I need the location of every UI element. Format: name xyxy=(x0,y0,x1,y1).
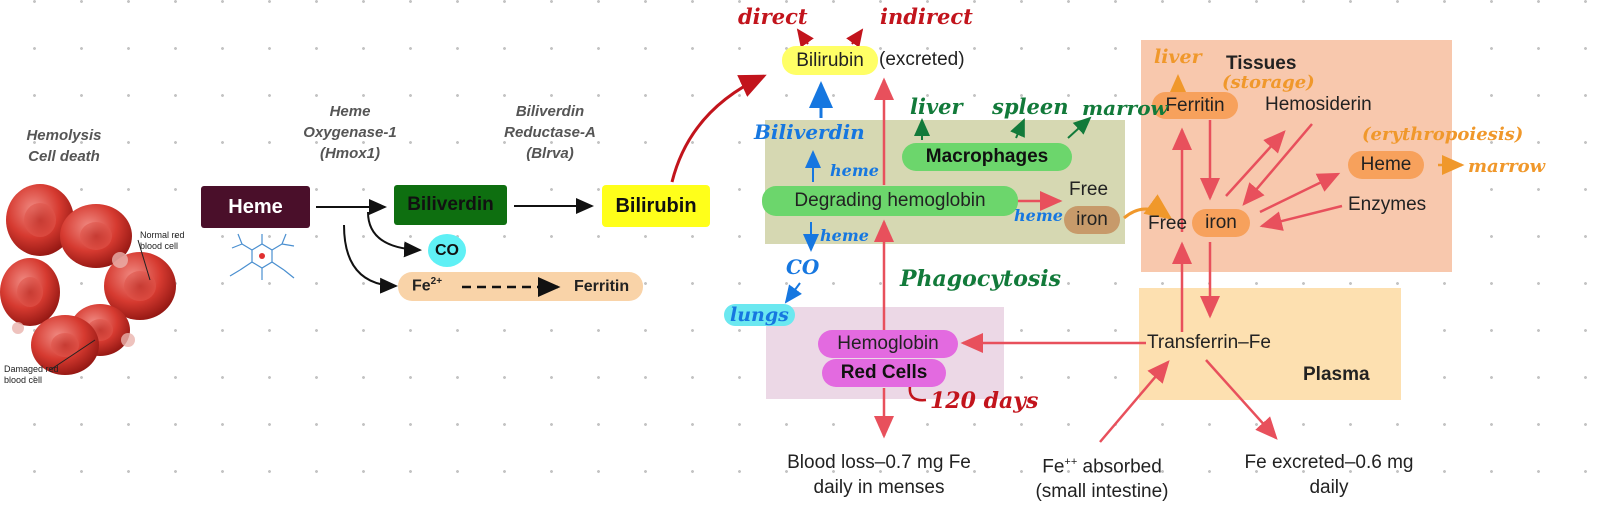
spleen-annotation: spleen xyxy=(992,94,1069,119)
biliverdin-reductase-line3: (Blrva) xyxy=(526,145,574,162)
hemolysis-label: Hemolysis Cell death xyxy=(14,125,114,167)
fe-ferritin-bar xyxy=(398,272,643,301)
biliverdin-annotation: Biliverdin xyxy=(754,120,865,144)
hemolysis-line2: Cell death xyxy=(28,148,100,165)
fe-absorbed-line1: Fe++ absorbed xyxy=(1012,450,1192,479)
free-label: Free xyxy=(1069,179,1109,200)
fe-absorbed-label: Fe++ absorbed (small intestine) xyxy=(1012,450,1192,504)
absorbed-to-transferrin-arrow xyxy=(1099,360,1170,443)
ferritin-pill: Ferritin xyxy=(1152,92,1238,119)
enzymes-label: Enzymes xyxy=(1348,194,1427,215)
fe-excreted-line1: Fe excreted–0.6 mg xyxy=(1244,452,1414,473)
indirect-arrow xyxy=(846,28,864,48)
heme-oxygenase-label: Heme Oxygenase-1 (Hmox1) xyxy=(290,101,410,164)
heme-to-co-arrow xyxy=(367,211,422,258)
blood-loss-label: Blood loss–0.7 mg Fe daily in menses xyxy=(764,450,994,500)
normal-red-blood-cell-label: Normal red blood cell xyxy=(140,230,185,252)
fe-label: Fe2+ xyxy=(412,276,442,295)
marrow-annotation-2: marrow xyxy=(1468,156,1546,177)
blood-loss-line1: Blood loss–0.7 mg Fe xyxy=(787,452,971,473)
biliverdin-reductase-label: Biliverdin Reductase-A (Blrva) xyxy=(490,101,610,164)
heme-molecule-icon xyxy=(229,233,295,280)
heme-oxygenase-line3: (Hmox1) xyxy=(319,145,380,162)
co-annotation: CO xyxy=(786,255,820,279)
tissues-label: Tissues xyxy=(1226,53,1297,74)
ferritin-label: Ferritin xyxy=(574,278,630,295)
normal-rbc-line1: Normal red xyxy=(140,230,185,240)
120-days-annotation: 120 days xyxy=(930,388,1039,414)
hemosiderin-label: Hemosiderin xyxy=(1265,94,1372,115)
fe-absorbed-sup: ++ xyxy=(1064,456,1078,468)
iron-pill: iron xyxy=(1064,206,1120,234)
fe-label-text: Fe xyxy=(412,277,431,295)
red-cells-pill: Red Cells xyxy=(822,359,946,387)
free-iron-to-heme-arrow xyxy=(1259,172,1341,214)
hemoglobin-pill: Hemoglobin xyxy=(818,330,958,358)
direct-arrow xyxy=(796,28,814,48)
heme-oxygenase-line2: Oxygenase-1 xyxy=(303,124,397,141)
fe-excreted-label: Fe excreted–0.6 mg daily xyxy=(1214,450,1444,500)
bilirubin-to-liver-red-arrow xyxy=(670,74,767,183)
degrading-hemoglobin-pill: Degrading hemoglobin xyxy=(762,186,1018,216)
bilirubin-pill: Bilirubin xyxy=(782,46,878,75)
heme-annotation-2: heme xyxy=(1014,206,1063,225)
excreted-label: (excreted) xyxy=(879,49,965,70)
macrophage-to-marrow-green-arrow xyxy=(1067,116,1092,139)
heme-annotation-3: heme xyxy=(820,226,869,245)
red-blood-cells-illustration xyxy=(0,184,176,375)
heme-box: Heme xyxy=(201,186,310,228)
transferrin-label: Transferrin–Fe xyxy=(1147,332,1271,353)
phagocytosis-annotation: Phagocytosis xyxy=(900,266,1061,292)
damaged-rbc-line1: Damaged red xyxy=(4,364,59,374)
erythropoiesis-annotation: (erythropoiesis) xyxy=(1362,124,1524,145)
hemosiderin-to-free-iron-arrow xyxy=(1242,123,1313,206)
free-iron-pill: iron xyxy=(1192,209,1250,237)
bilirubin-box: Bilirubin xyxy=(602,185,710,227)
fe-absorbed-rest: absorbed xyxy=(1077,456,1162,478)
fe-superscript: 2+ xyxy=(430,276,443,287)
co-circle: CO xyxy=(428,234,466,267)
fe-excreted-line2: daily xyxy=(1309,477,1349,498)
direct-annotation: direct xyxy=(738,4,808,29)
free-iron-to-hemosiderin-arrow xyxy=(1225,130,1286,197)
blood-loss-line2: daily in menses xyxy=(813,477,945,498)
biliverdin-box: Biliverdin xyxy=(394,185,507,225)
macrophage-to-spleen-green-arrow xyxy=(1010,118,1025,139)
biliverdin-reductase-line1: Biliverdin xyxy=(515,103,585,120)
hemolysis-line1: Hemolysis xyxy=(26,127,102,144)
damaged-red-blood-cell-label: Damaged red blood cell xyxy=(4,364,59,386)
plasma-label: Plasma xyxy=(1303,364,1370,385)
heme-pill: Heme xyxy=(1348,151,1424,179)
co-to-lungs-blue-arrow xyxy=(784,282,802,304)
free-iron-to-tissue-orange-arrow xyxy=(1123,194,1173,220)
indirect-annotation: indirect xyxy=(880,4,973,29)
storage-annotation: (storage) xyxy=(1222,72,1315,93)
heme-oxygenase-line1: Heme xyxy=(329,103,371,120)
heme-annotation-1: heme xyxy=(830,161,879,180)
red-cells-to-120-days-arrow xyxy=(908,385,927,402)
enzymes-to-free-iron-arrow xyxy=(1259,204,1343,231)
liver-annotation: liver xyxy=(910,94,963,119)
macrophages-pill: Macrophages xyxy=(902,143,1072,171)
biliverdin-reductase-line2: Reductase-A xyxy=(504,124,596,141)
heme-to-fe-arrow xyxy=(343,224,398,294)
marrow-annotation-1: marrow xyxy=(1082,96,1168,120)
damaged-rbc-line2: blood cell xyxy=(4,375,43,385)
normal-rbc-line2: blood cell xyxy=(140,241,179,251)
transferrin-to-excreted-arrow xyxy=(1205,359,1278,440)
fe-absorbed-line2: (small intestine) xyxy=(1035,481,1169,503)
free-iron-free-label: Free xyxy=(1148,213,1188,234)
liver-annotation-2: liver xyxy=(1154,46,1202,68)
lungs-annotation: lungs xyxy=(724,304,795,326)
fe-absorbed-main: Fe xyxy=(1042,456,1065,478)
